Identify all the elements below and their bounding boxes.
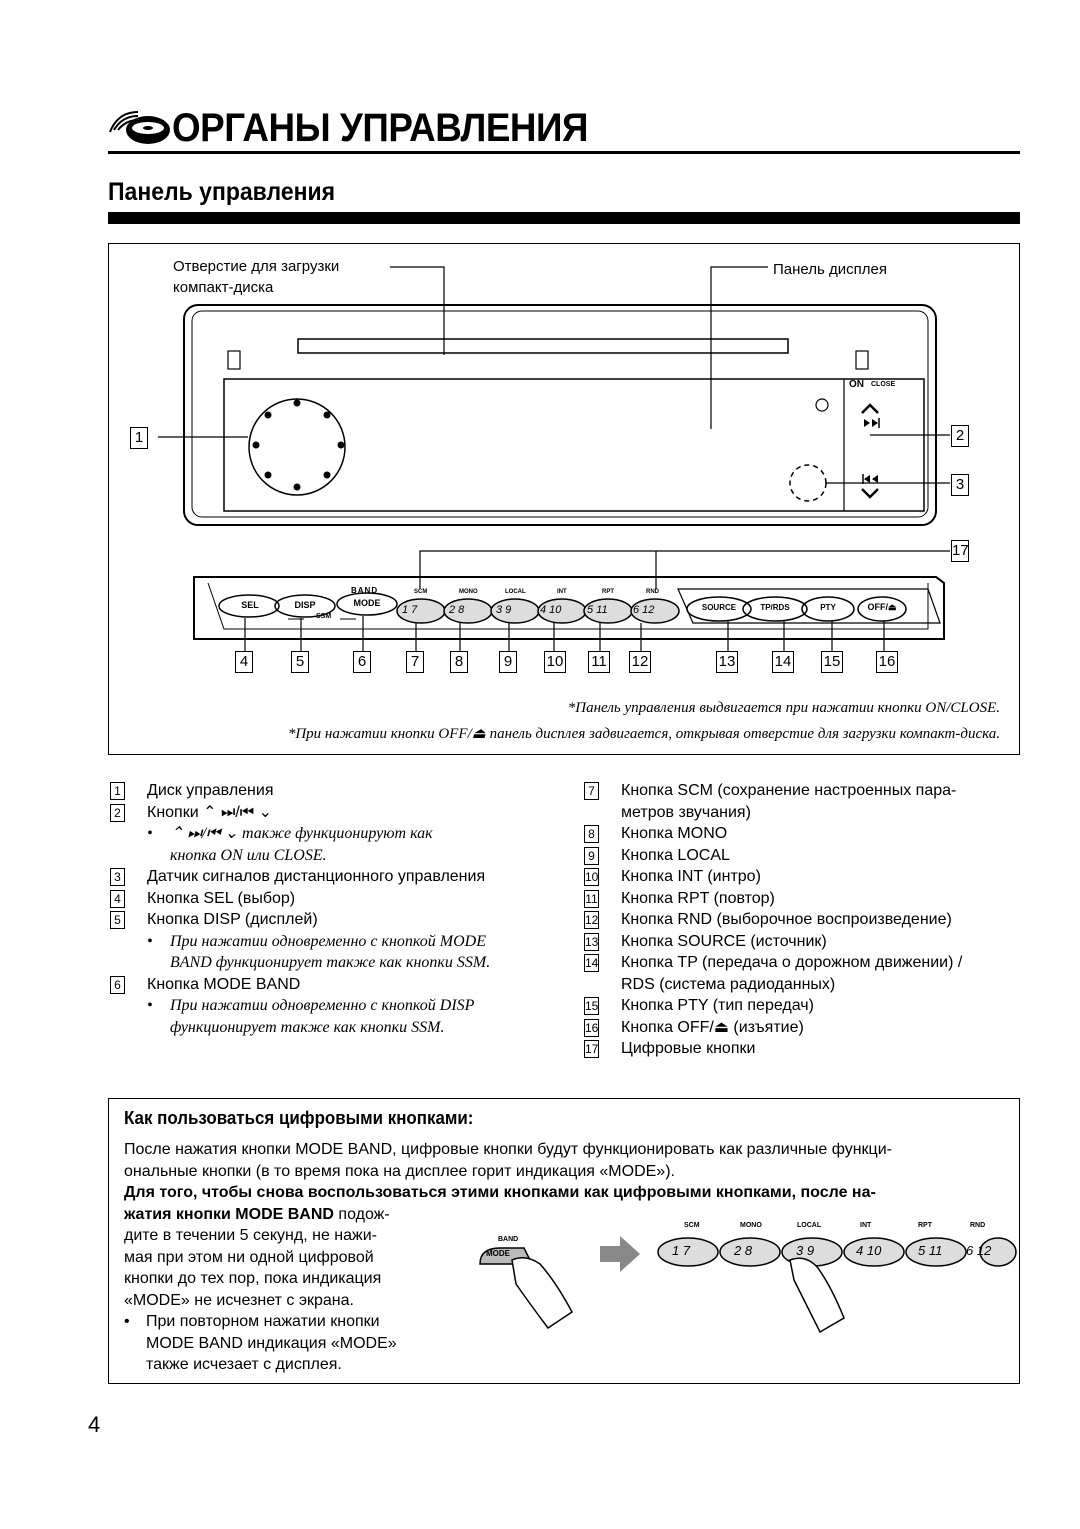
howto-num-4[interactable]: 4 10 (856, 1243, 882, 1258)
page-number: 4 (88, 1412, 101, 1437)
label-disc-slot-2: компакт-диска (173, 279, 274, 296)
howto-scm-label: SCM (684, 1222, 700, 1229)
disp-button[interactable]: DISP (294, 600, 316, 610)
callout-8: 8 (450, 651, 468, 673)
callout-1: 1 (130, 427, 148, 449)
rpt-label: RPT (602, 589, 614, 595)
ssm-label: SSM (316, 613, 332, 620)
callout-7: 7 (406, 651, 424, 673)
scm-label: SCM (414, 589, 428, 595)
num-button-1[interactable]: 1 7 (402, 604, 418, 616)
num-button-4[interactable]: 4 10 (540, 604, 562, 616)
close-label: CLOSE (871, 381, 896, 388)
howto-num-5[interactable]: 5 11 (918, 1243, 943, 1258)
sel-button[interactable]: SEL (241, 600, 259, 610)
figure-note-1: *Панель управления выдвигается при нажат… (567, 700, 1000, 716)
callout-11: 11 (588, 651, 610, 673)
num-button-3[interactable]: 3 9 (496, 604, 512, 616)
figure-note-2: *При нажатии кнопки OFF/⏏ панель дисплея… (287, 726, 1000, 742)
rnd-label: RND (646, 589, 659, 595)
callout-10: 10 (544, 651, 566, 673)
list-note: При нажатии одновременно с кнопкой DISPф… (110, 995, 550, 1038)
on-label: ON (849, 379, 864, 390)
callout-16: 16 (876, 651, 898, 673)
pty-button[interactable]: PTY (820, 603, 836, 612)
source-button[interactable]: SOURCE (701, 603, 737, 612)
howto-title: Как пользоваться цифровыми кнопками: (124, 1108, 474, 1128)
band-label: BAND (351, 586, 379, 595)
callout-5: 5 (291, 651, 309, 673)
howto-num-1[interactable]: 1 7 (672, 1243, 691, 1258)
callout-15: 15 (821, 651, 843, 673)
num-button-2[interactable]: 2 8 (449, 604, 465, 616)
howto-mono-label: MONO (740, 1222, 762, 1229)
car-stereo-drawing (158, 266, 950, 651)
label-display-panel: Панель дисплея (773, 261, 887, 278)
control-panel-figure (108, 243, 1020, 755)
howto-mode-button[interactable]: MODE (486, 1249, 510, 1258)
tprds-button[interactable]: TP/RDS (760, 603, 790, 612)
howto-num-2[interactable]: 2 8 (734, 1243, 753, 1258)
callout-3: 3 (951, 474, 969, 496)
howto-local-label: LOCAL (797, 1222, 822, 1229)
callout-2: 2 (951, 425, 969, 447)
howto-num-3[interactable]: 3 9 (796, 1243, 815, 1258)
callout-4: 4 (235, 651, 253, 673)
page-title: ОРГАНЫ УПРАВЛЕНИЯ (172, 106, 589, 150)
label-disc-slot: Отверстие для загрузки (173, 258, 340, 275)
callout-12: 12 (629, 651, 651, 673)
local-label: LOCAL (505, 589, 526, 595)
section-bar (108, 212, 1020, 224)
howto-box (108, 1098, 1020, 1384)
num-button-5[interactable]: 5 11 (587, 604, 608, 616)
callout-17: 17 (951, 540, 969, 562)
mono-label: MONO (459, 589, 478, 595)
title-divider (108, 151, 1020, 154)
callout-14: 14 (772, 651, 794, 673)
section-title: Панель управления (108, 178, 336, 206)
howto-illustration (479, 1236, 1017, 1334)
num-button-6[interactable]: 6 12 (633, 604, 655, 616)
mode-button[interactable]: MODE (353, 598, 381, 608)
cd-logo-icon (109, 111, 170, 144)
int-label: INT (557, 589, 567, 595)
howto-num-6[interactable]: 6 12 (966, 1243, 992, 1258)
howto-paragraph: После нажатия кнопки MODE BAND, цифровые… (124, 1141, 892, 1373)
howto-rnd-label: RND (970, 1222, 986, 1229)
howto-rpt-label: RPT (918, 1222, 932, 1229)
off-eject-button[interactable]: OFF/⏏ (867, 602, 897, 612)
howto-int-label: INT (860, 1222, 872, 1229)
callout-13: 13 (716, 651, 738, 673)
callout-6: 6 (353, 651, 371, 673)
callout-9: 9 (499, 651, 517, 673)
list-note: При нажатии одновременно с кнопкой MODEB… (110, 931, 550, 974)
howto-band-label: BAND (498, 1236, 519, 1243)
